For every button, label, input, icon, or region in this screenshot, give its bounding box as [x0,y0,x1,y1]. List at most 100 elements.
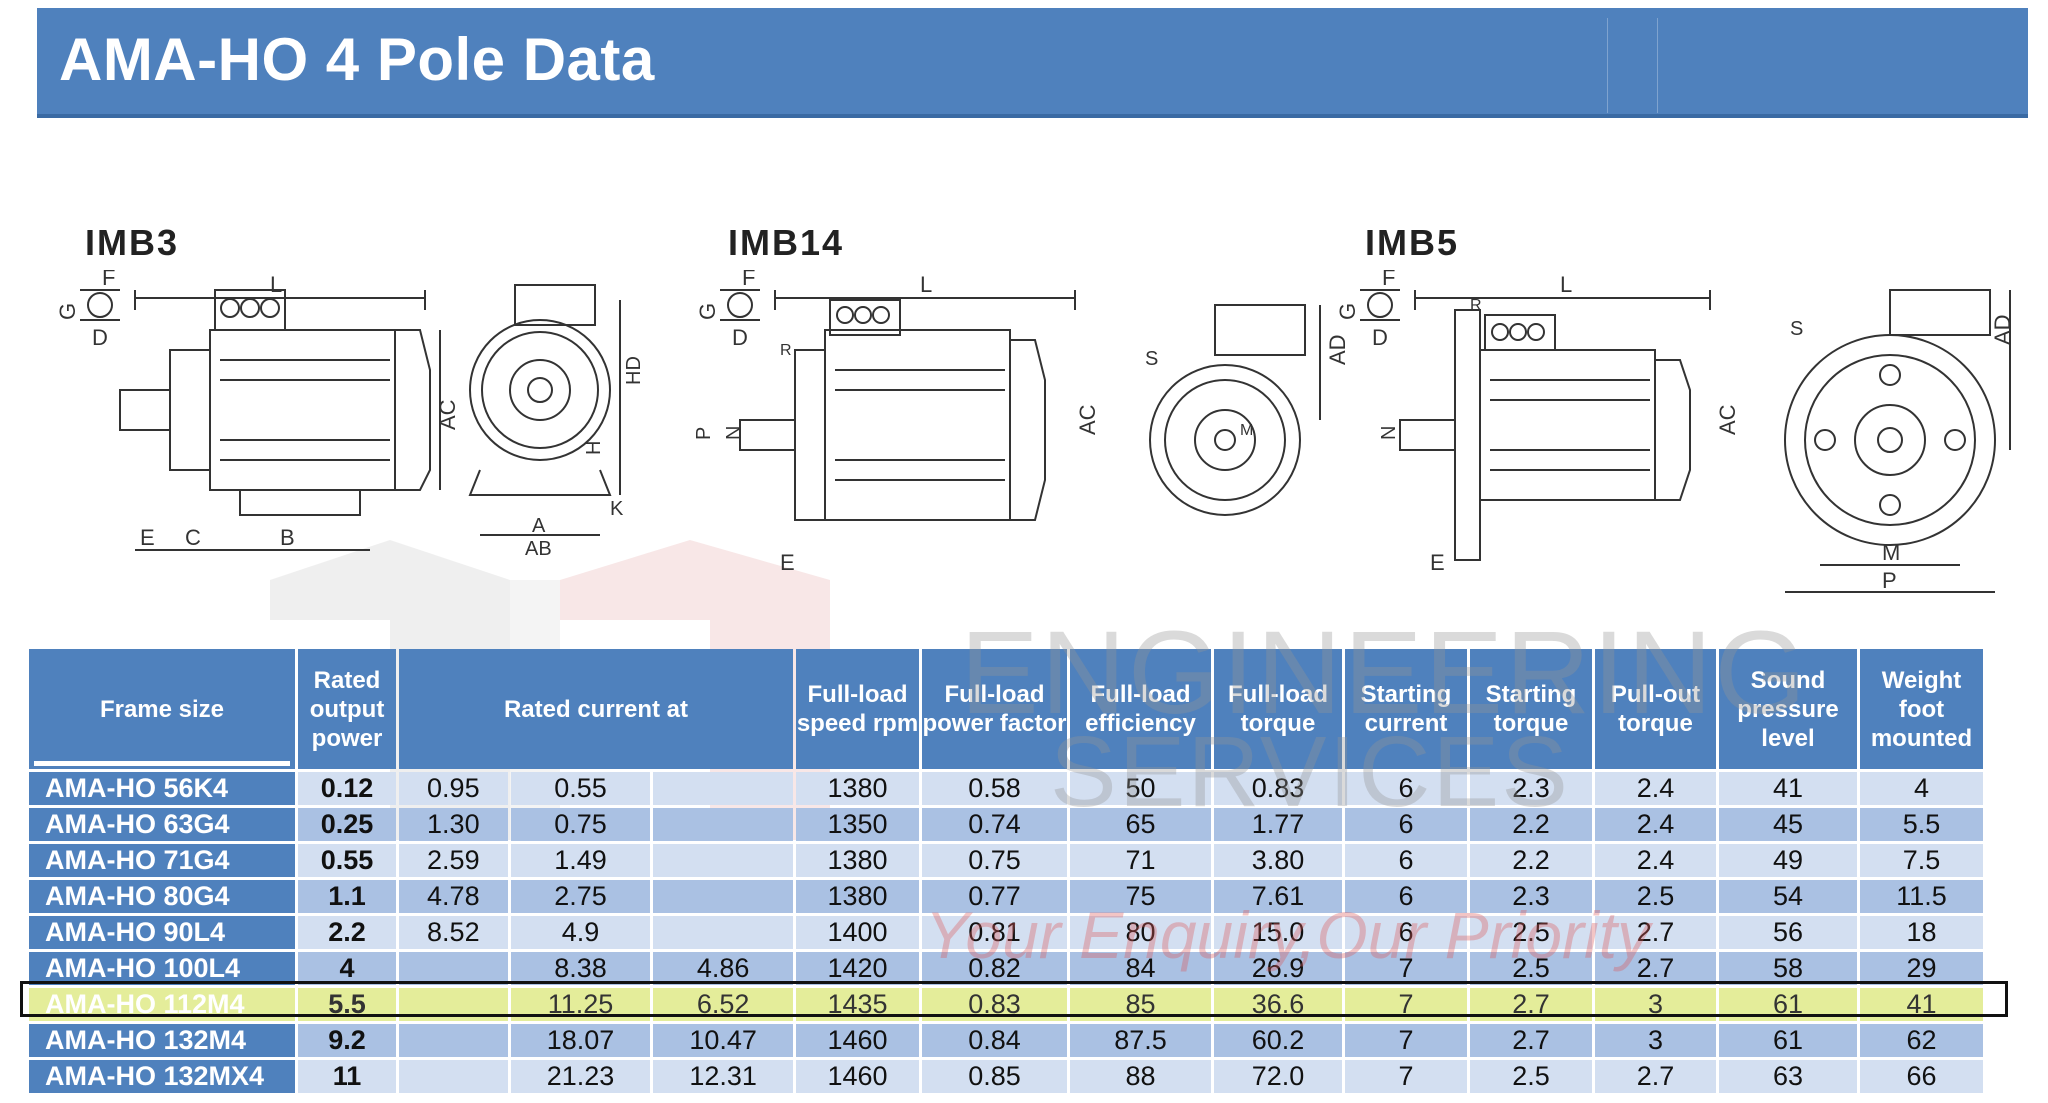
frame-size-cell: AMA-HO 100L4 [29,952,295,985]
rated-power-cell: 0.25 [298,808,396,841]
frame-size-cell: AMA-HO 71G4 [29,844,295,877]
dim-g-label: G [1335,303,1360,320]
banner-shadow [37,114,2028,118]
dim-p-label: P [1882,568,1897,593]
current-cell [399,1060,508,1093]
torque-cell: 7.61 [1214,880,1342,913]
sound-level-cell: 61 [1719,1024,1857,1057]
current-cell: 4.78 [399,880,508,913]
dim-ab-label: AB [525,538,552,560]
weight-cell: 5.5 [1860,808,1983,841]
frame-size-cell: AMA-HO 112M4 [29,988,295,1021]
dim-f-label: F [102,270,115,290]
current-cell: 0.75 [510,808,651,841]
current-cell [653,844,793,877]
frame-size-cell: AMA-HO 132MX4 [29,1060,295,1093]
motor-data-table: Frame size Rated output power Rated curr… [26,646,1986,1096]
sound-level-cell: 41 [1719,772,1857,805]
speed-cell: 1380 [796,880,919,913]
frame-size-cell: AMA-HO 90L4 [29,916,295,949]
power-factor-cell: 0.58 [922,772,1067,805]
weight-cell: 62 [1860,1024,1983,1057]
dim-l-label: L [920,272,932,297]
sound-level-cell: 63 [1719,1060,1857,1093]
efficiency-cell: 80 [1070,916,1211,949]
current-cell: 1.30 [399,808,508,841]
current-cell [653,916,793,949]
dim-r-label: R [780,342,792,359]
imb5-label: IMB5 [1365,222,1460,263]
current-cell [653,772,793,805]
dim-n-label: N [1378,426,1400,440]
power-factor-cell: 0.74 [922,808,1067,841]
dim-r-label: R [1470,297,1482,314]
rated-power-cell: 9.2 [298,1024,396,1057]
starting-current-cell: 6 [1345,880,1467,913]
starting-current-cell: 7 [1345,952,1467,985]
efficiency-cell: 88 [1070,1060,1211,1093]
power-factor-cell: 0.81 [922,916,1067,949]
starting-current-cell: 7 [1345,1060,1467,1093]
weight-cell: 18 [1860,916,1983,949]
current-cell: 4.86 [653,952,793,985]
weight-cell: 4 [1860,772,1983,805]
current-cell: 18.07 [510,1024,651,1057]
current-cell: 11.25 [510,988,651,1021]
dim-l-label: L [1560,272,1572,297]
speed-cell: 1420 [796,952,919,985]
starting-torque-cell: 2.7 [1470,988,1592,1021]
title-banner: AMA-HO 4 Pole Data [37,8,2028,118]
dim-ac-label: AC [1715,404,1740,435]
speed-cell: 1350 [796,808,919,841]
frame-size-cell: AMA-HO 56K4 [29,772,295,805]
current-cell: 0.95 [399,772,508,805]
page-title: AMA-HO 4 Pole Data [59,26,655,93]
col-full-load-efficiency: Full-load efficiency [1070,649,1211,769]
current-cell [399,952,508,985]
dim-g-label: G [695,303,720,320]
col-full-load-speed: Full-load speed rpm [796,649,919,769]
dim-d-label: D [1372,325,1388,350]
dim-p-label: P [693,427,715,440]
dim-l-label: L [270,272,282,297]
speed-cell: 1400 [796,916,919,949]
current-cell: 6.52 [653,988,793,1021]
speed-cell: 1380 [796,772,919,805]
power-factor-cell: 0.82 [922,952,1067,985]
imb3-diagram: F G D L AC E C B HD H K A A [55,270,645,560]
pull-out-torque-cell: 2.5 [1595,880,1716,913]
speed-cell: 1460 [796,1024,919,1057]
speed-cell: 1380 [796,844,919,877]
col-starting-current: Starting current [1345,649,1467,769]
frame-size-cell: AMA-HO 132M4 [29,1024,295,1057]
dim-n-label: N [723,426,745,440]
imb14-diagram: F G D L R P N E AC S M AD [693,270,1350,575]
banner-divider [1607,18,1608,113]
current-cell: 10.47 [653,1024,793,1057]
frame-size-cell: AMA-HO 63G4 [29,808,295,841]
pull-out-torque-cell: 2.7 [1595,916,1716,949]
torque-cell: 72.0 [1214,1060,1342,1093]
current-cell: 2.75 [510,880,651,913]
dim-ac-label: AC [435,399,460,430]
current-cell: 4.9 [510,916,651,949]
col-weight-foot-mounted: Weight foot mounted [1860,649,1983,769]
col-rated-current-at: Rated current at [399,649,793,769]
dim-s-label: S [1790,318,1803,340]
rated-power-cell: 1.1 [298,880,396,913]
pull-out-torque-cell: 3 [1595,1024,1716,1057]
current-cell [653,808,793,841]
starting-torque-cell: 2.5 [1470,952,1592,985]
frame-header-underline [34,761,290,766]
current-cell: 12.31 [653,1060,793,1093]
pull-out-torque-cell: 2.4 [1595,808,1716,841]
rated-power-cell: 2.2 [298,916,396,949]
starting-current-cell: 6 [1345,808,1467,841]
current-cell: 8.52 [399,916,508,949]
rated-power-cell: 0.12 [298,772,396,805]
dim-c-label: C [185,525,201,550]
current-cell: 0.55 [510,772,651,805]
